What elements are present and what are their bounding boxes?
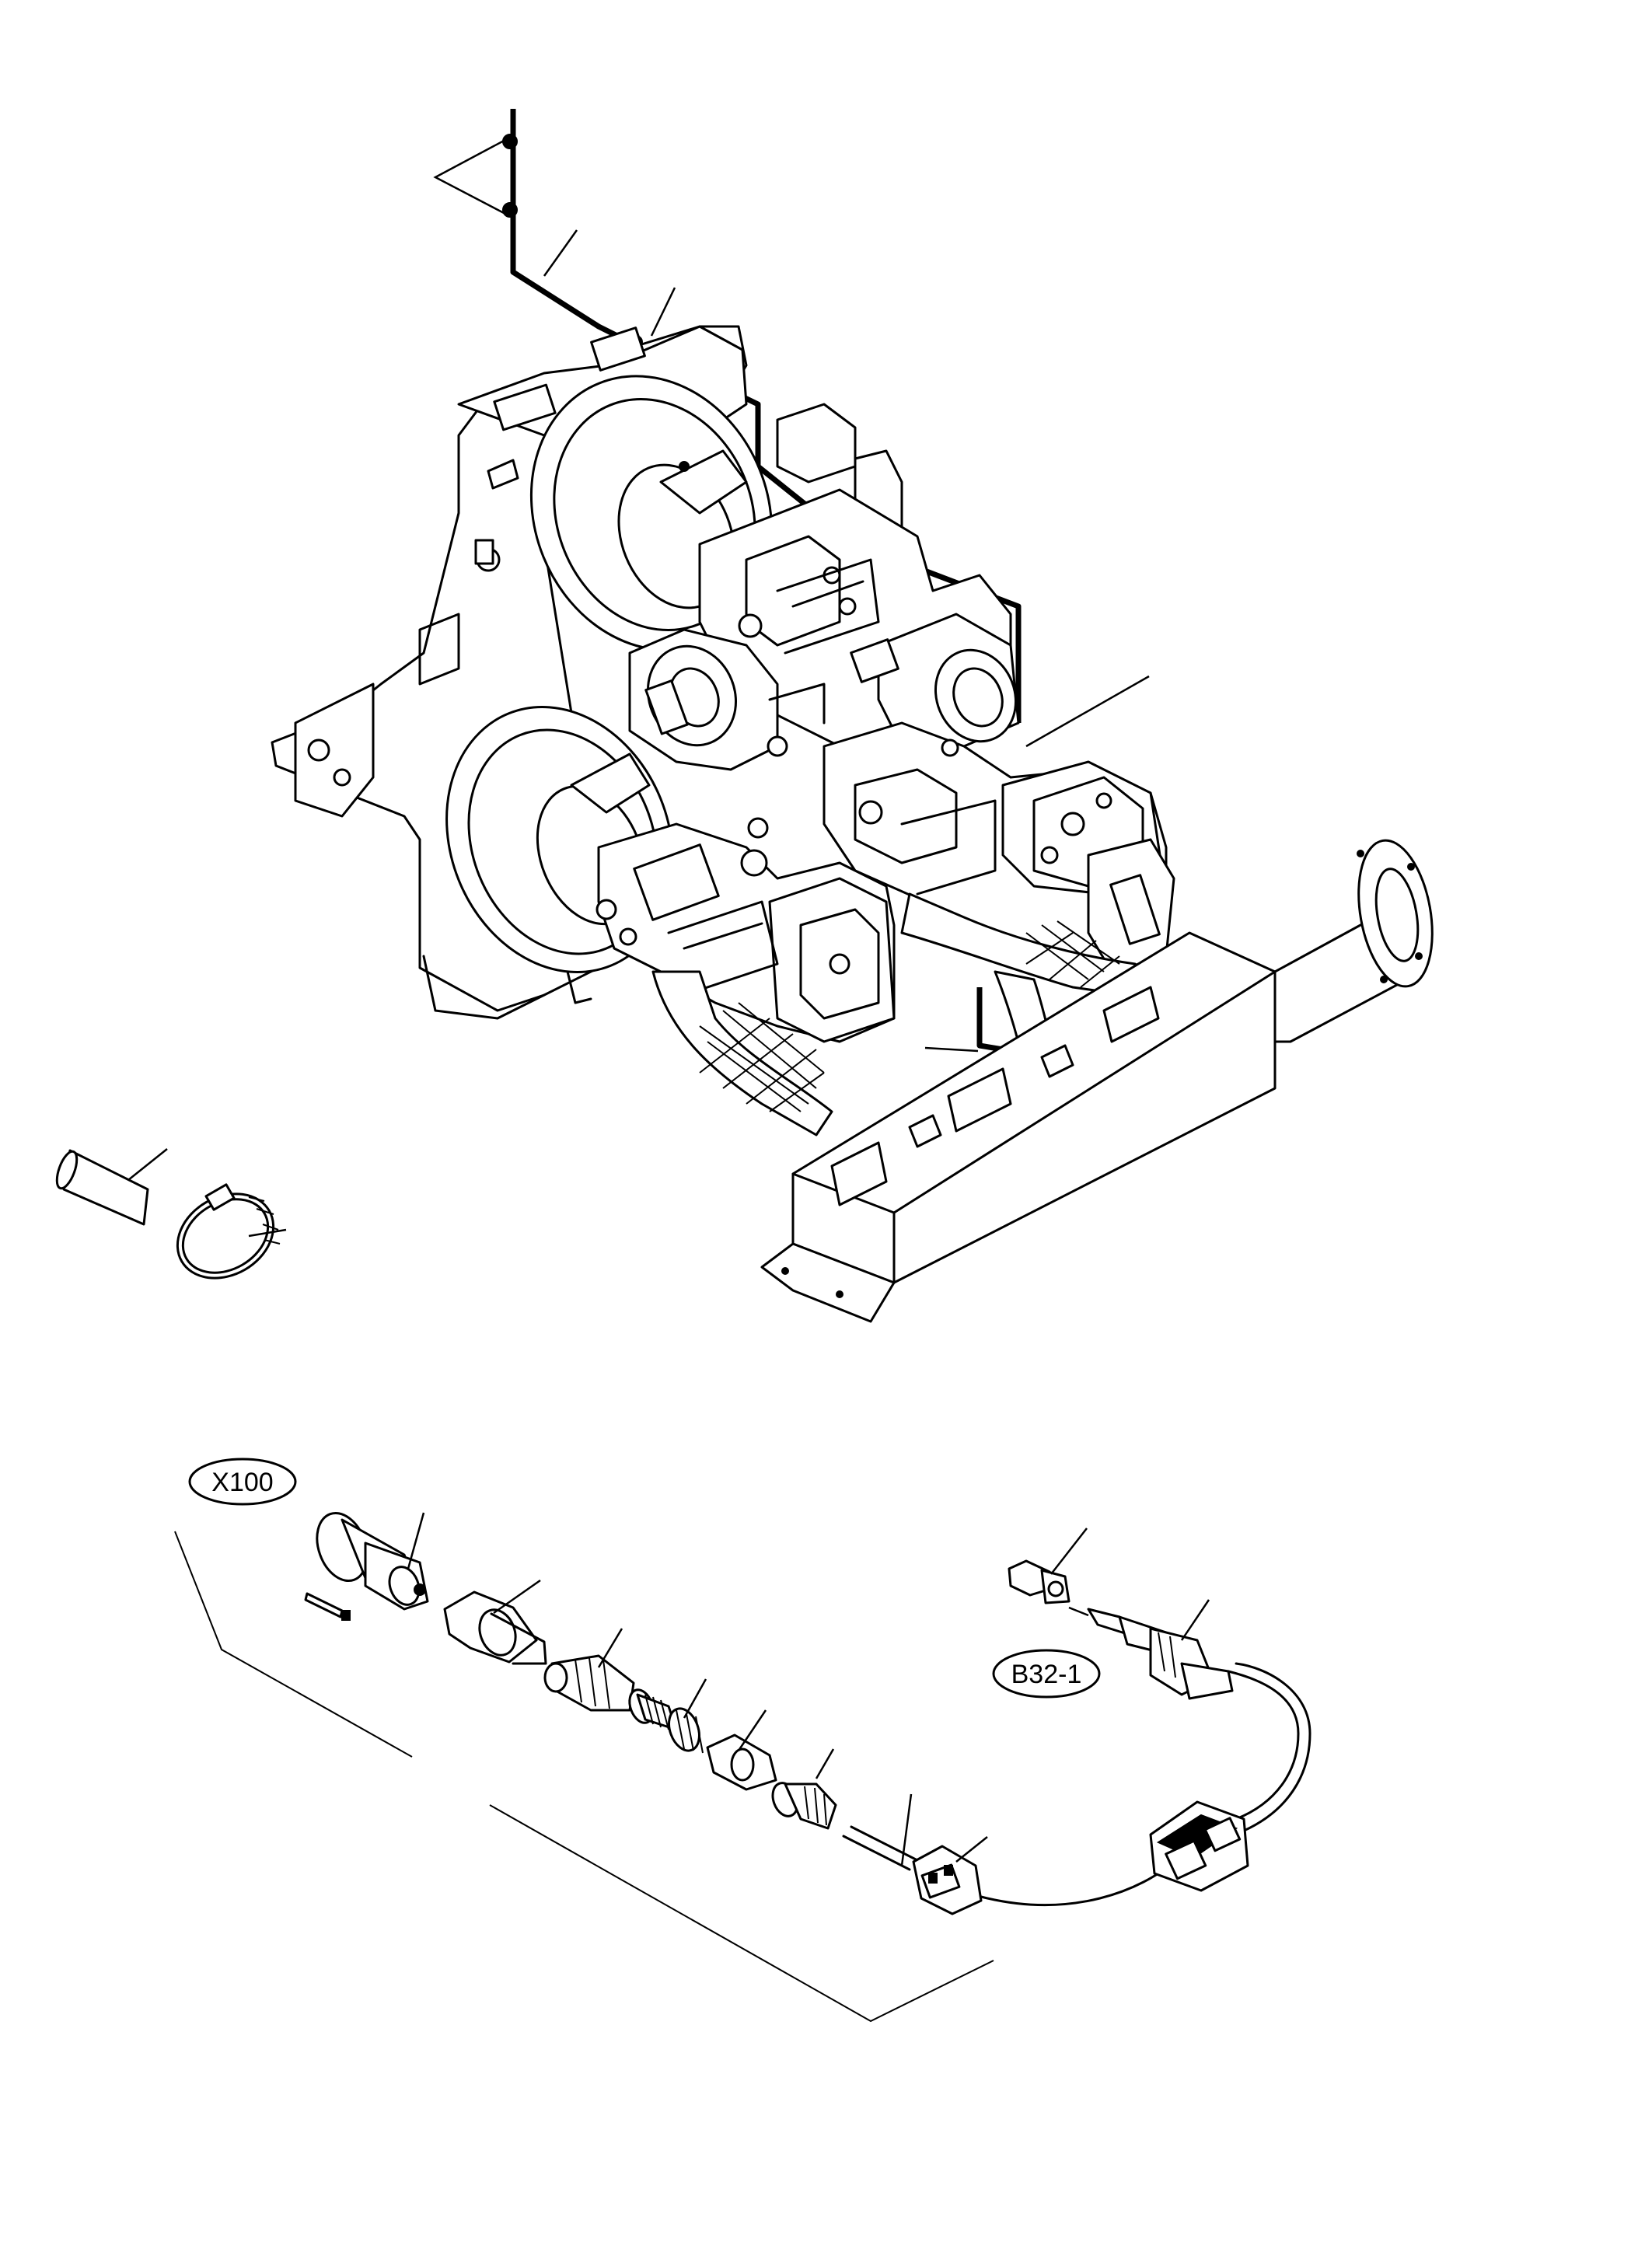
hydraulic-hoses	[651, 892, 1137, 1136]
svg-text:B32-1: B32-1	[1011, 1660, 1082, 1689]
sensor-label-b32-1: B32-1	[992, 1649, 1101, 1699]
lower-hydraulic-pump	[595, 817, 896, 1043]
sensor-cable	[980, 1860, 1175, 1907]
corrugated-tube	[55, 1148, 168, 1226]
exhaust-manifold	[760, 839, 1434, 1323]
connector-x100-exploded-view: X100	[174, 1458, 1311, 2023]
gearbox-pump-assembly	[271, 109, 1434, 1323]
temperature-sensor-b32-1	[1087, 1599, 1234, 1700]
plug-screw	[1008, 1528, 1089, 1617]
cable-tie	[176, 1183, 287, 1280]
harness-callout-line	[543, 229, 578, 277]
threaded-sleeve	[543, 1628, 635, 1712]
sensor-plug-connector	[912, 1836, 988, 1915]
hose-sleeve-mesh	[699, 920, 1120, 1112]
svg-text:X100: X100	[211, 1468, 273, 1497]
middle-hydraulic-pump	[628, 628, 826, 771]
coupling-nut	[443, 1579, 547, 1665]
manifold-callout-line	[924, 1046, 979, 1053]
spring-seal	[628, 1678, 707, 1754]
sensor-cable-3	[1235, 1662, 1311, 1832]
gland-nut	[706, 1709, 777, 1791]
contact-pin	[304, 1592, 351, 1621]
clip-callout-lines	[433, 138, 506, 215]
connector-label-x100: X100	[188, 1458, 297, 1506]
exploded-group-bracket-lower	[489, 1804, 994, 2023]
exploded-group-bracket	[174, 1531, 413, 1758]
cable-wires	[842, 1793, 919, 1871]
strain-relief	[771, 1748, 837, 1830]
connector-housing	[316, 1511, 429, 1611]
sensor-harness-connector	[1149, 1800, 1249, 1892]
clip-callout-line-2	[650, 287, 676, 337]
sensor-cable-2	[1227, 1670, 1300, 1821]
right-hydraulic-pump	[823, 675, 1175, 973]
